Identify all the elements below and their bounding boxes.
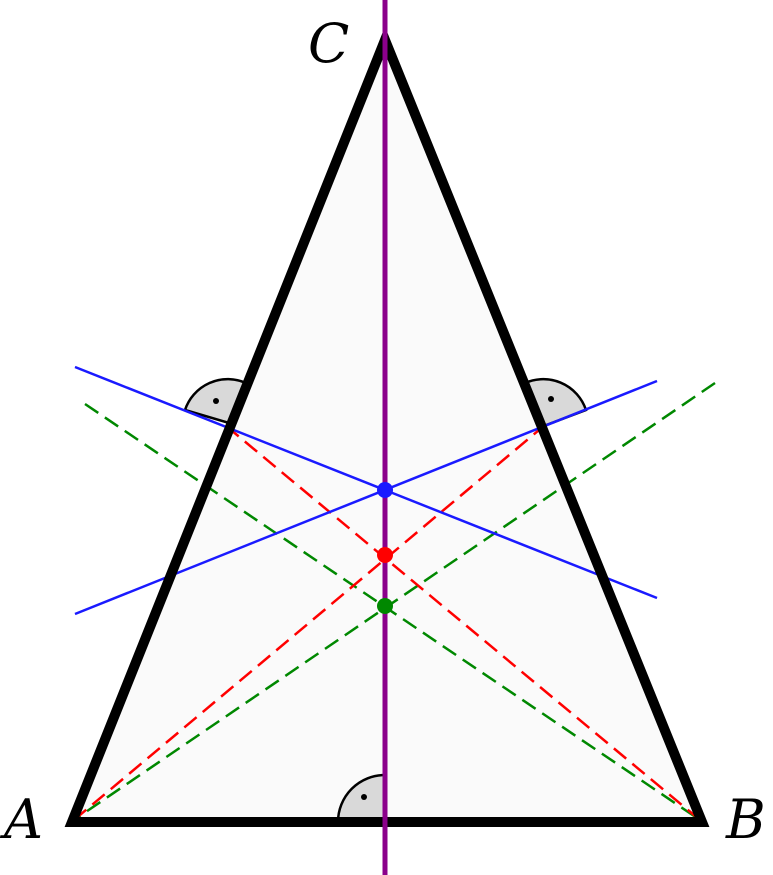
vertex-label-c: C (308, 12, 349, 75)
vertex-label-b: B (725, 788, 766, 851)
circumcenter-point (377, 482, 393, 498)
angle-bisector-from-a (73, 424, 546, 821)
angle-bisector-from-b (224, 424, 701, 821)
median-from-a (73, 381, 716, 822)
median-from-b (84, 402, 701, 822)
right-angle-dot-right (548, 396, 554, 402)
right-angle-dot-bottom (361, 794, 367, 800)
vertex-label-a: A (0, 788, 43, 851)
perpendicular-bisector-ac (74, 365, 658, 600)
right-angle-dot-left (213, 398, 219, 404)
incenter-point (377, 547, 393, 563)
centroid-point (377, 598, 393, 614)
